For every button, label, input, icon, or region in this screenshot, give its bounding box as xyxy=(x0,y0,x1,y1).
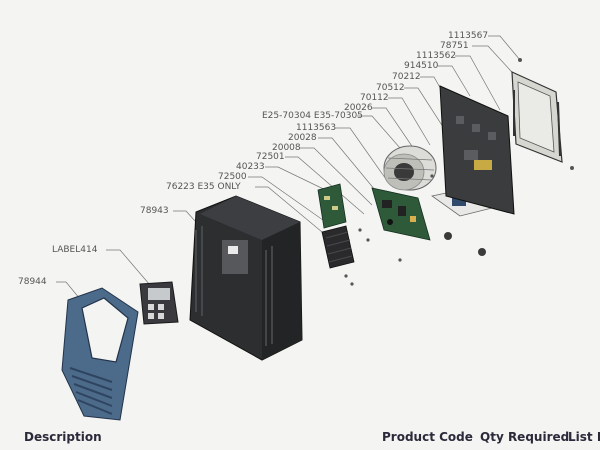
leader-914510 xyxy=(437,65,471,97)
callout-1113567: 1113567 xyxy=(448,31,488,41)
callout-72500: 72500 xyxy=(218,172,247,182)
callout-label414: LABEL414 xyxy=(52,245,98,255)
callout-914510: 914510 xyxy=(404,61,439,71)
column-description: Description xyxy=(24,430,102,444)
callout-70112: 70112 xyxy=(360,93,389,103)
leader-72500 xyxy=(248,176,331,226)
leader-20026 xyxy=(372,107,419,156)
front-panel-part xyxy=(61,287,139,421)
motor-part xyxy=(383,145,437,191)
leader-1113563 xyxy=(335,127,389,183)
callout-20008: 20008 xyxy=(272,143,301,153)
exploded-parts-diagram: 1113567 78751 1113562 914510 70212 70512… xyxy=(18,31,574,421)
callout-1113563: 1113563 xyxy=(296,123,336,133)
rear-plate-part xyxy=(439,85,515,215)
callout-70512: 70512 xyxy=(376,83,405,93)
callout-1113562: 1113562 xyxy=(416,51,456,61)
leader-e25 xyxy=(357,115,401,149)
callout-20028: 20028 xyxy=(288,133,317,143)
small-board-part xyxy=(317,183,347,229)
callout-78943: 78943 xyxy=(140,206,169,216)
column-qty-required: Qty Required xyxy=(480,430,570,444)
leader-70112 xyxy=(388,97,431,146)
leader-76223 xyxy=(255,186,323,233)
leader-1113562 xyxy=(455,55,501,111)
callout-76223: 76223 E35 ONLY xyxy=(166,182,241,192)
callout-20026: 20026 xyxy=(344,103,373,113)
leader-1113567 xyxy=(488,35,521,61)
leader-20028 xyxy=(318,137,381,197)
leader-20008 xyxy=(300,147,373,206)
column-list-price: List P xyxy=(568,430,600,444)
screws xyxy=(344,58,574,286)
callout-70212: 70212 xyxy=(392,72,421,82)
housing-part xyxy=(189,195,303,361)
callout-78944: 78944 xyxy=(18,277,47,287)
back-cover-part xyxy=(511,71,563,163)
callout-78751: 78751 xyxy=(440,41,469,51)
callout-labels: 1113567 78751 1113562 914510 70212 70512… xyxy=(18,31,488,287)
control-label-part xyxy=(139,281,179,325)
leader-40233 xyxy=(265,166,339,197)
callout-e25-e35: E25-70304 E35-70305 xyxy=(262,111,363,121)
parts-table-header: Description Product Code Qty Required Li… xyxy=(0,424,600,450)
leader-70512 xyxy=(404,87,446,131)
callout-40233: 40233 xyxy=(236,162,265,172)
column-product-code: Product Code xyxy=(382,430,473,444)
leader-label414 xyxy=(106,249,151,286)
heat-sink-part xyxy=(321,225,355,269)
callout-72501: 72501 xyxy=(256,152,285,162)
main-board-part xyxy=(371,187,431,241)
